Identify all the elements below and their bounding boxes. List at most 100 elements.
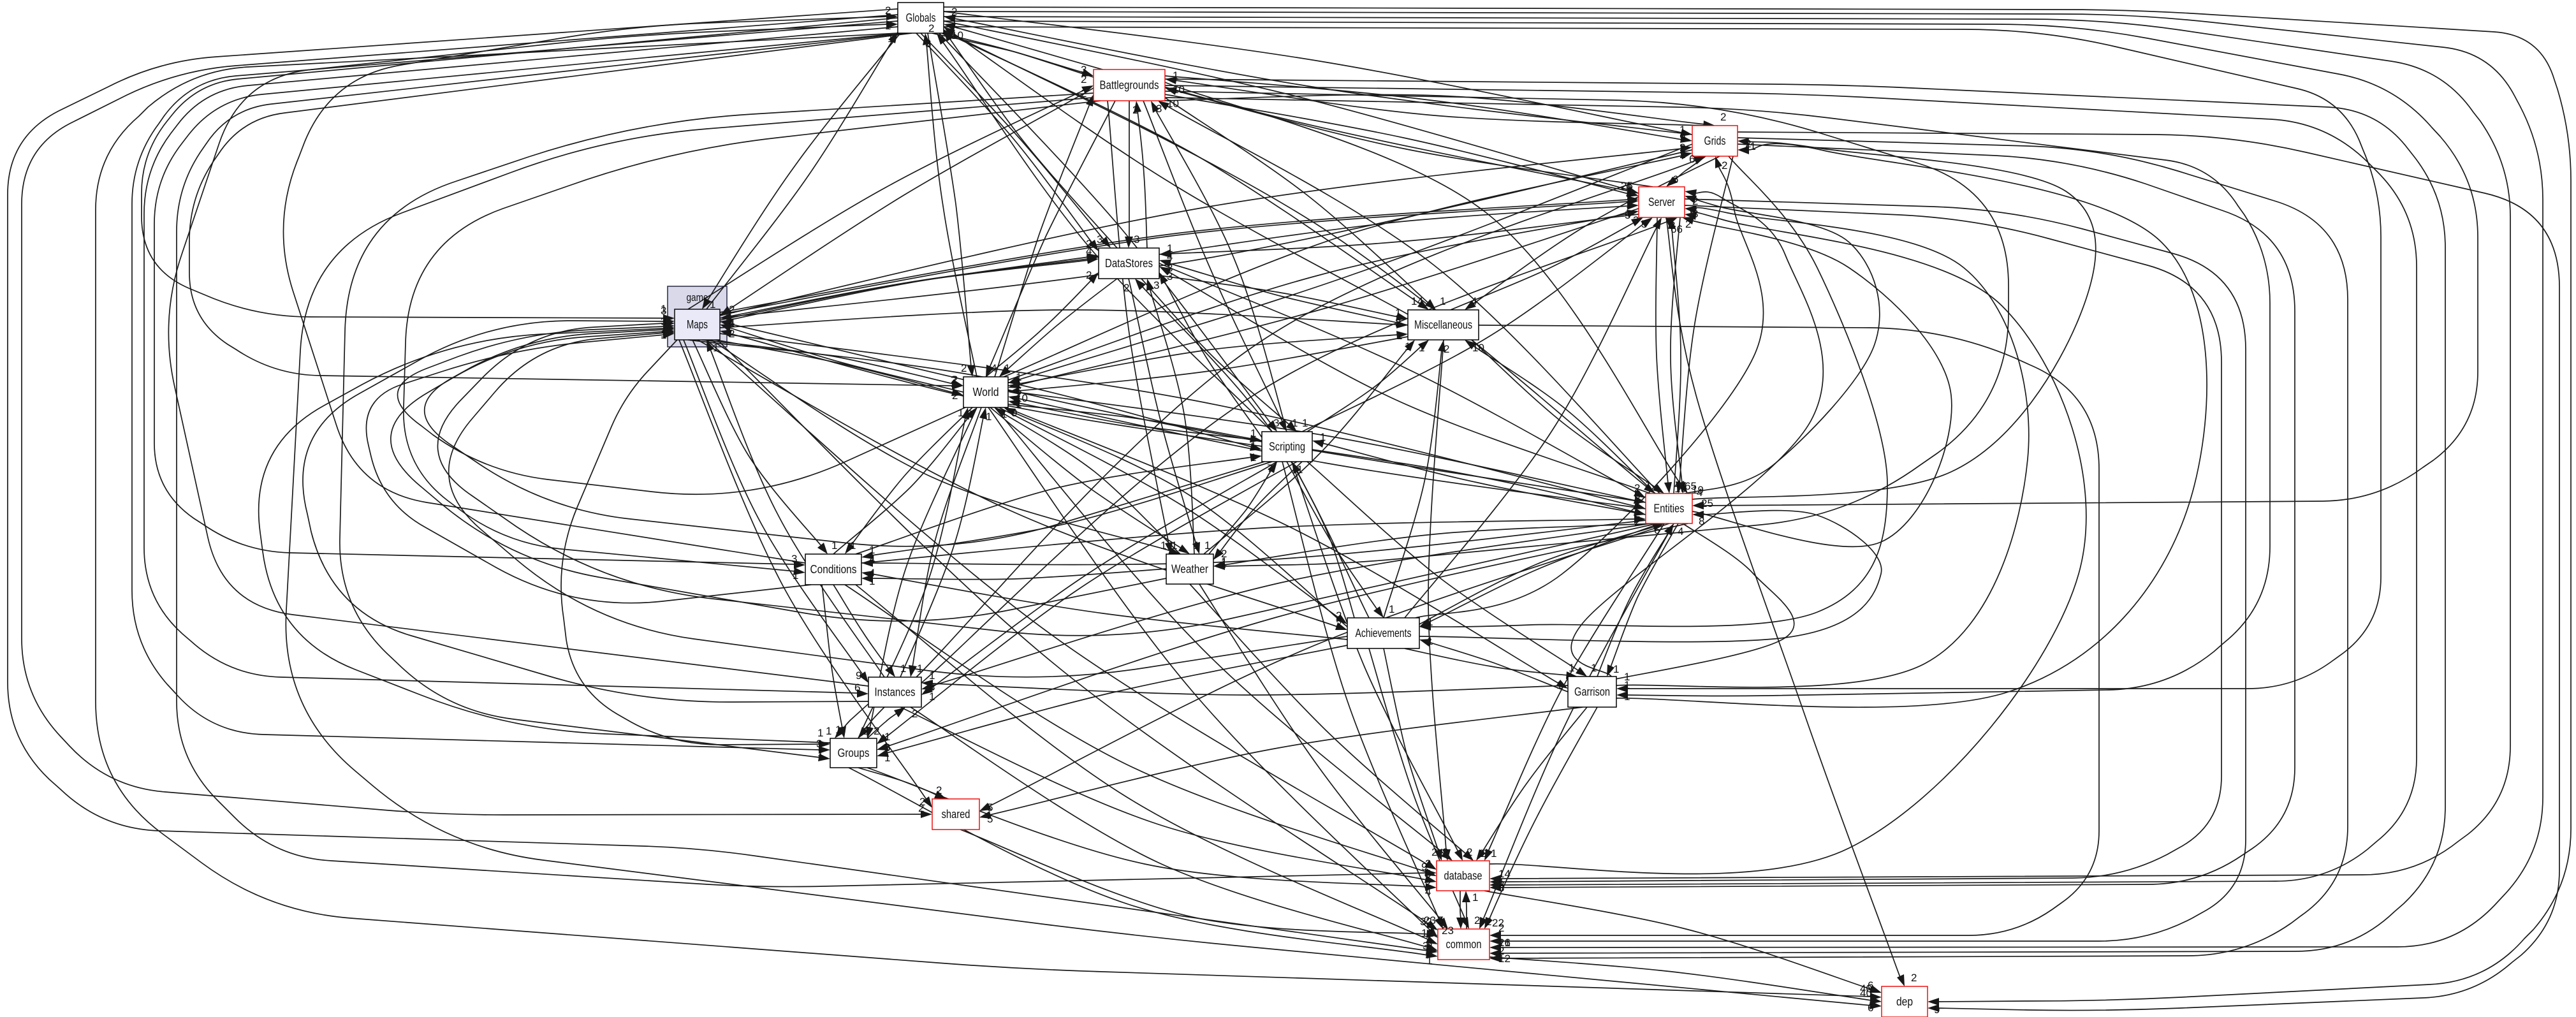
svg-text:1: 1 — [951, 17, 957, 29]
svg-text:1: 1 — [1626, 198, 1632, 210]
svg-text:Instances: Instances — [875, 686, 916, 699]
svg-text:1: 1 — [826, 725, 831, 737]
svg-text:19: 19 — [1692, 484, 1704, 496]
svg-text:4: 4 — [1086, 245, 1092, 257]
svg-text:2: 2 — [863, 725, 869, 737]
svg-text:19: 19 — [1674, 483, 1687, 495]
svg-text:10: 10 — [1472, 342, 1484, 354]
svg-text:1: 1 — [1569, 662, 1574, 674]
svg-text:16: 16 — [1498, 937, 1511, 949]
svg-text:6: 6 — [1689, 153, 1695, 165]
svg-text:2: 2 — [1467, 846, 1472, 858]
svg-text:23: 23 — [1442, 925, 1454, 937]
svg-text:2: 2 — [912, 708, 918, 720]
svg-text:2: 2 — [1221, 548, 1227, 560]
svg-text:1: 1 — [1194, 539, 1199, 552]
svg-text:2: 2 — [1086, 269, 1092, 281]
svg-text:2: 2 — [1685, 218, 1691, 230]
svg-text:2: 2 — [1486, 916, 1491, 928]
svg-text:4: 4 — [1626, 188, 1632, 200]
svg-text:1: 1 — [1204, 539, 1210, 552]
svg-text:3: 3 — [1167, 270, 1173, 282]
svg-text:2: 2 — [1431, 846, 1437, 858]
svg-text:40: 40 — [1860, 987, 1872, 999]
svg-text:2: 2 — [951, 374, 956, 386]
svg-text:3: 3 — [1426, 937, 1432, 949]
svg-text:1: 1 — [1613, 663, 1619, 675]
svg-text:6: 6 — [854, 682, 860, 694]
svg-text:2: 2 — [952, 374, 958, 386]
svg-text:2: 2 — [1720, 111, 1726, 123]
svg-text:Garrison: Garrison — [1574, 685, 1610, 698]
svg-text:3: 3 — [1156, 103, 1162, 115]
svg-text:4: 4 — [1471, 295, 1477, 307]
svg-text:8: 8 — [1634, 489, 1640, 501]
svg-text:2: 2 — [1680, 142, 1685, 154]
svg-text:2: 2 — [1498, 922, 1504, 934]
svg-text:Server: Server — [1648, 196, 1675, 209]
svg-text:1: 1 — [929, 669, 935, 682]
svg-text:1: 1 — [1004, 362, 1010, 374]
svg-text:6: 6 — [1654, 524, 1660, 536]
svg-text:4: 4 — [991, 362, 997, 374]
svg-text:14: 14 — [1498, 868, 1511, 880]
svg-text:1: 1 — [1680, 124, 1685, 136]
svg-text:Scripting: Scripting — [1269, 441, 1305, 453]
svg-text:21: 21 — [1744, 140, 1756, 152]
svg-text:1: 1 — [900, 662, 906, 675]
svg-text:14: 14 — [1411, 295, 1423, 307]
svg-text:1: 1 — [885, 20, 891, 32]
svg-text:1: 1 — [1171, 539, 1177, 552]
svg-text:21: 21 — [1498, 937, 1511, 949]
svg-text:6: 6 — [1016, 385, 1021, 397]
svg-text:10: 10 — [1016, 392, 1028, 404]
svg-text:1: 1 — [710, 298, 715, 311]
svg-text:database: database — [1444, 870, 1482, 882]
svg-text:2: 2 — [1680, 149, 1685, 161]
svg-text:2: 2 — [952, 390, 958, 402]
svg-text:12: 12 — [1421, 927, 1433, 939]
svg-text:2: 2 — [918, 802, 924, 814]
svg-text:1: 1 — [1297, 464, 1303, 476]
svg-text:6: 6 — [1672, 173, 1678, 186]
svg-text:1: 1 — [1556, 679, 1562, 691]
svg-text:Conditions: Conditions — [810, 563, 857, 576]
svg-text:3: 3 — [1097, 233, 1102, 245]
svg-text:2: 2 — [1425, 877, 1431, 889]
svg-text:1: 1 — [1250, 451, 1256, 464]
svg-text:1: 1 — [661, 328, 666, 340]
svg-text:1: 1 — [661, 329, 666, 341]
svg-text:40: 40 — [1860, 983, 1872, 995]
svg-text:1: 1 — [1426, 955, 1432, 967]
svg-text:1: 1 — [1405, 340, 1410, 353]
svg-text:2: 2 — [1498, 945, 1504, 957]
svg-text:9: 9 — [1011, 407, 1017, 419]
svg-text:1: 1 — [793, 569, 798, 582]
svg-text:Groups: Groups — [838, 747, 870, 759]
svg-text:3: 3 — [925, 38, 931, 50]
svg-text:1: 1 — [1440, 295, 1445, 307]
svg-text:2: 2 — [1911, 972, 1917, 984]
svg-text:5: 5 — [987, 801, 993, 814]
svg-text:1: 1 — [1419, 342, 1424, 354]
svg-text:32: 32 — [1420, 916, 1432, 928]
svg-text:2: 2 — [1395, 317, 1401, 329]
svg-text:1: 1 — [850, 539, 856, 552]
svg-text:1: 1 — [1001, 408, 1007, 420]
svg-text:1: 1 — [729, 317, 735, 329]
svg-text:3: 3 — [1633, 214, 1639, 226]
svg-text:25: 25 — [1621, 180, 1633, 192]
svg-text:Weather: Weather — [1171, 563, 1208, 576]
svg-text:dep: dep — [1896, 995, 1913, 1008]
svg-text:1: 1 — [884, 731, 890, 743]
svg-text:2: 2 — [1336, 618, 1342, 630]
svg-text:2: 2 — [1081, 87, 1087, 99]
svg-text:5: 5 — [987, 813, 993, 825]
svg-text:2: 2 — [1692, 195, 1698, 207]
svg-text:1: 1 — [917, 662, 923, 675]
svg-text:8: 8 — [929, 681, 935, 693]
svg-text:23: 23 — [1424, 914, 1436, 926]
svg-text:1: 1 — [1427, 616, 1433, 628]
svg-text:1: 1 — [817, 727, 823, 739]
svg-text:4: 4 — [869, 553, 875, 566]
